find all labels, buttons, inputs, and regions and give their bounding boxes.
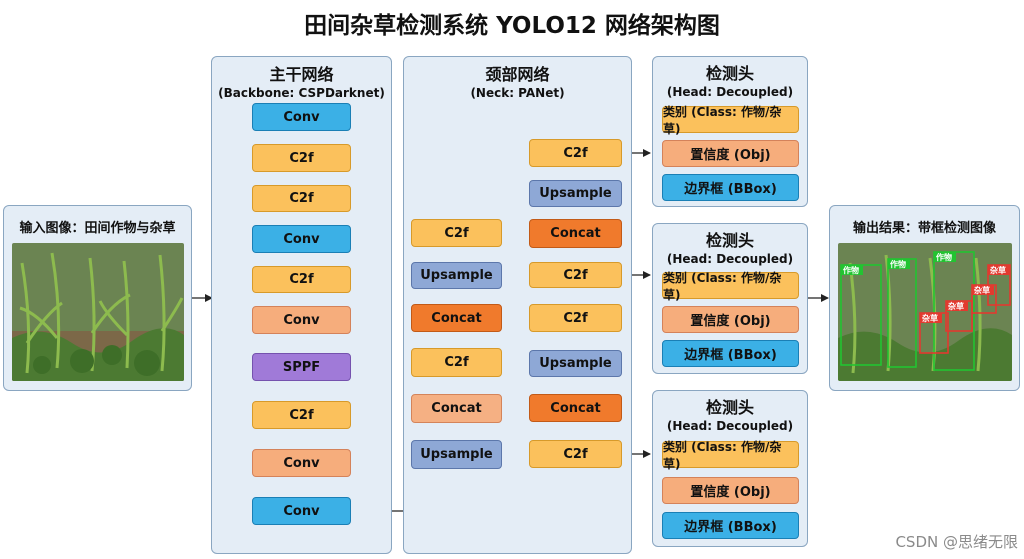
neck-left-concat: Concat — [411, 394, 502, 423]
box-label: 杂草 — [974, 285, 990, 295]
neck-right-c2f: C2f — [529, 440, 622, 468]
neck-right-upsample: Upsample — [529, 180, 622, 207]
box-label: 杂草 — [948, 301, 964, 311]
neck-right-c2f: C2f — [529, 262, 622, 288]
backbone-block-c2f: C2f — [252, 144, 351, 172]
input-panel: 输入图像：田间作物与杂草 — [3, 205, 192, 391]
head-obj-block: 置信度 (Obj) — [662, 140, 799, 167]
neck-right-concat: Concat — [529, 219, 622, 248]
diagram-title: 田间杂草检测系统 YOLO12 网络架构图 — [304, 13, 720, 39]
neck-left-concat: Concat — [411, 304, 502, 332]
neck-title: 颈部网络 — [485, 65, 550, 84]
head-subtitle: (Head: Decoupled) — [666, 252, 794, 266]
output-panel: 输出结果：带框检测图像 作物 作物 — [829, 205, 1020, 391]
head-bbox-block: 边界框 (BBox) — [662, 340, 799, 367]
neck-title-group: 颈部网络 (Neck: PANet) — [404, 65, 631, 101]
head-title-group: 检测头 (Head: Decoupled) — [653, 398, 807, 434]
head-class-block: 类别 (Class: 作物/杂草) — [662, 105, 799, 136]
backbone-block-conv: Conv — [252, 449, 351, 477]
head-panel-3: 检测头 (Head: Decoupled) 类别 (Class: 作物/杂草) … — [652, 390, 808, 547]
head-title: 检测头 — [705, 64, 754, 83]
box-label: 杂草 — [990, 265, 1006, 275]
backbone-block-sppf: SPPF — [252, 353, 351, 381]
backbone-block-conv: Conv — [252, 225, 351, 253]
neck-subtitle: (Neck: PANet) — [470, 86, 565, 100]
head-bbox-block: 边界框 (BBox) — [662, 174, 799, 201]
neck-right-concat: Concat — [529, 394, 622, 422]
backbone-title-group: 主干网络 (Backbone: CSPDarknet) — [212, 65, 391, 101]
head-title: 检测头 — [705, 398, 754, 417]
input-label: 输入图像：田间作物与杂草 — [19, 221, 176, 236]
backbone-block-c2f: C2f — [252, 401, 351, 429]
box-label: 作物 — [843, 265, 859, 275]
box-label: 作物 — [890, 259, 906, 269]
head-panel-1: 检测头 (Head: Decoupled) 类别 (Class: 作物/杂草) … — [652, 56, 808, 207]
backbone-block-conv: Conv — [252, 497, 351, 525]
input-field-image — [12, 243, 184, 381]
backbone-subtitle: (Backbone: CSPDarknet) — [218, 86, 385, 100]
neck-left-c2f: C2f — [411, 348, 502, 377]
backbone-block-conv: Conv — [252, 306, 351, 334]
box-label: 作物 — [936, 252, 952, 262]
neck-right-upsample: Upsample — [529, 350, 622, 377]
neck-left-upsample: Upsample — [411, 262, 502, 289]
head-subtitle: (Head: Decoupled) — [666, 85, 794, 99]
neck-right-c2f: C2f — [529, 139, 622, 167]
backbone-block-conv: Conv — [252, 103, 351, 131]
head-bbox-block: 边界框 (BBox) — [662, 512, 799, 539]
output-label: 输出结果：带框检测图像 — [852, 221, 996, 236]
head-obj-block: 置信度 (Obj) — [662, 306, 799, 333]
head-title: 检测头 — [705, 231, 754, 250]
neck-right-c2f: C2f — [529, 304, 622, 332]
head-panel-2: 检测头 (Head: Decoupled) 类别 (Class: 作物/杂草) … — [652, 223, 808, 374]
backbone-title: 主干网络 — [269, 65, 334, 84]
neck-left-c2f: C2f — [411, 219, 502, 247]
neck-left-upsample: Upsample — [411, 440, 502, 469]
head-class-block: 类别 (Class: 作物/杂草) — [662, 440, 799, 471]
head-title-group: 检测头 (Head: Decoupled) — [653, 64, 807, 100]
head-class-block: 类别 (Class: 作物/杂草) — [662, 271, 799, 302]
watermark: CSDN @思绪无限 — [895, 533, 1018, 551]
box-label: 杂草 — [922, 313, 938, 323]
head-subtitle: (Head: Decoupled) — [666, 419, 794, 433]
head-obj-block: 置信度 (Obj) — [662, 477, 799, 504]
output-detection-image: 作物 作物 作物 杂草 杂草 杂草 杂草 — [838, 243, 1012, 381]
backbone-block-c2f: C2f — [252, 185, 351, 212]
backbone-block-c2f: C2f — [252, 266, 351, 293]
head-title-group: 检测头 (Head: Decoupled) — [653, 231, 807, 267]
